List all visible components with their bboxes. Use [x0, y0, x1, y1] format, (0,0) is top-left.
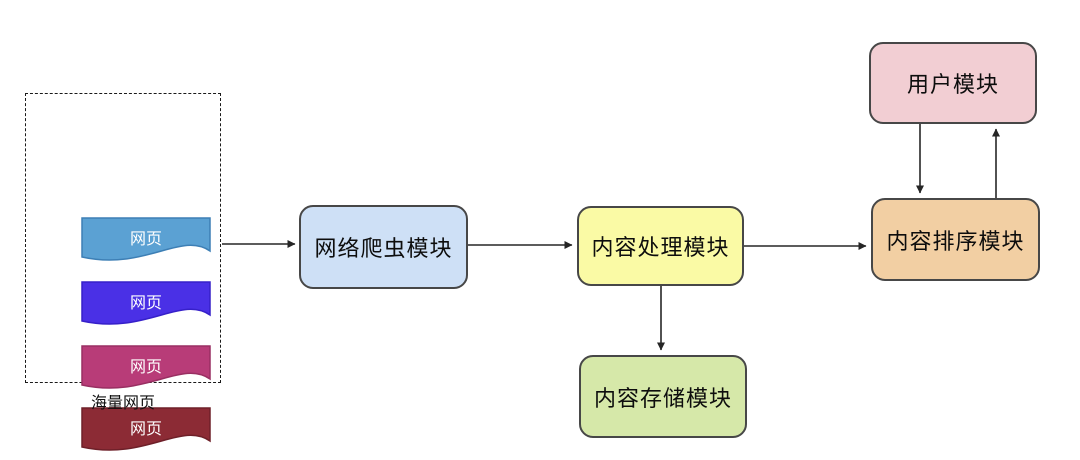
webpage-label: 网页 — [129, 421, 162, 438]
node-label: 内容处理模块 — [591, 235, 730, 260]
wave-shape-icon — [81, 407, 211, 451]
node-label: 网络爬虫模块 — [314, 236, 453, 261]
webpage-node-1: 网页 — [81, 217, 211, 269]
wave-shape-icon — [81, 281, 211, 325]
node-content-ranking-module: 内容排序模块 — [871, 198, 1040, 281]
webpage-node-2: 网页 — [81, 281, 211, 333]
node-label: 内容排序模块 — [886, 228, 1025, 254]
webpage-label: 网页 — [129, 295, 162, 312]
wave-shape-icon — [81, 217, 211, 261]
node-user-module: 用户模块 — [869, 42, 1037, 124]
node-content-processing-module: 内容处理模块 — [577, 206, 744, 286]
webpage-label: 网页 — [129, 231, 162, 248]
massive-webpages-group: 网页 网页 网页 网页 — [25, 93, 221, 451]
webpage-label: 网页 — [129, 359, 162, 376]
node-content-storage-module: 内容存储模块 — [579, 355, 747, 438]
webpage-node-3: 网页 — [81, 345, 211, 397]
wave-shape-icon — [81, 345, 211, 389]
node-web-crawler-module: 网络爬虫模块 — [299, 205, 468, 289]
node-label: 用户模块 — [906, 72, 999, 97]
massive-webpages-caption: 海量网页 — [90, 395, 155, 412]
node-label: 内容存储模块 — [593, 385, 732, 411]
webpage-node-4: 网页 — [81, 407, 211, 459]
